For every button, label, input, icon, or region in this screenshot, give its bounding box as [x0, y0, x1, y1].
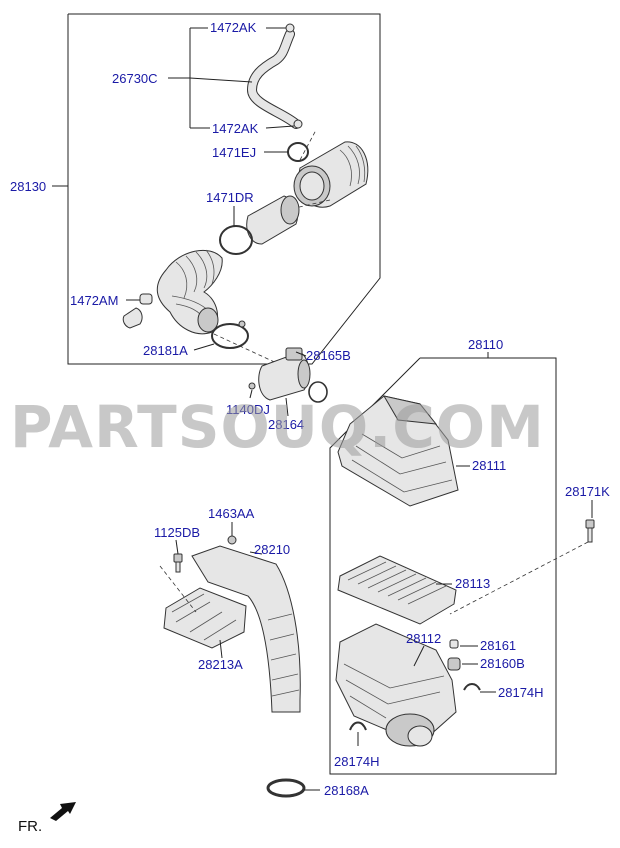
label-28171k[interactable]: 28171K: [565, 484, 610, 499]
hose-clamp-top-part: [285, 23, 295, 33]
clamp-1471dr-part: [219, 225, 253, 255]
label-1472ak-top[interactable]: 1472AK: [210, 20, 257, 35]
clip-28174h-right-part: [463, 683, 481, 691]
label-28113[interactable]: 28113: [455, 576, 490, 591]
clip-1463aa-part: [227, 535, 237, 545]
o-ring-28165b-part: [308, 381, 328, 403]
frame-28110: [329, 357, 557, 775]
clip-28174h-bottom-part: [349, 721, 367, 731]
front-arrow-icon: [50, 802, 76, 821]
label-28164[interactable]: 28164: [268, 417, 304, 432]
leader-lines: [52, 27, 593, 791]
label-28181a[interactable]: 28181A: [143, 343, 188, 358]
label-28174h-bottom[interactable]: 28174H: [334, 754, 380, 769]
leader-dash-sensor: [213, 333, 297, 373]
label-28174h-right[interactable]: 28174H: [498, 685, 544, 700]
air-cleaner-lower-case-part: [335, 623, 457, 747]
label-1463aa[interactable]: 1463AA: [208, 506, 255, 521]
label-28168a[interactable]: 28168A: [324, 783, 369, 798]
fitting-1472am-part: [122, 293, 153, 329]
front-direction-label: FR.: [18, 818, 42, 835]
label-28111[interactable]: 28111: [472, 458, 506, 473]
intake-hose-corrugated-part: [156, 249, 223, 335]
leader-dash-elbow: [299, 129, 317, 161]
label-28165b[interactable]: 28165B: [306, 348, 351, 363]
screw-1140dj-part: [248, 382, 256, 390]
label-1472ak-bottom[interactable]: 1472AK: [212, 121, 259, 136]
intake-duct-part: [191, 545, 301, 713]
label-1472am[interactable]: 1472AM: [70, 293, 118, 308]
breather-hose-inner: [247, 30, 300, 128]
leader-dash-bolt: [449, 541, 589, 615]
intake-tube-middle-part: [246, 195, 300, 245]
airflow-sensor-part: [258, 347, 311, 401]
intake-elbow-upper-part: [293, 141, 369, 208]
label-26730c[interactable]: 26730C: [112, 71, 158, 86]
label-1140dj[interactable]: 1140DJ: [226, 402, 270, 417]
bolt-28171k-part: [585, 519, 595, 543]
label-28130[interactable]: 28130: [10, 179, 46, 194]
air-cleaner-cover-part: [337, 395, 459, 507]
label-28213a[interactable]: 28213A: [198, 657, 243, 672]
label-1125db[interactable]: 1125DB: [154, 525, 200, 540]
clamp-28168a-part: [266, 778, 306, 798]
grommet-28161-part: [449, 639, 459, 649]
label-1471ej[interactable]: 1471EJ: [212, 145, 256, 160]
watermark-text: PARTSOUQ.COM: [10, 393, 545, 461]
label-28160b[interactable]: 28160B: [480, 656, 525, 671]
label-28161[interactable]: 28161: [480, 638, 516, 653]
label-28210[interactable]: 28210: [254, 542, 290, 557]
clamp-screw-part: [238, 320, 246, 328]
intake-duct-bracket-part: [163, 587, 247, 649]
frame-28130: [67, 13, 381, 365]
hose-clamp-bottom-part: [293, 119, 303, 129]
label-28110[interactable]: 28110: [468, 337, 503, 352]
bolt-1125db-part: [173, 553, 183, 573]
leader-dash-1125db: [159, 565, 197, 613]
insulator-28160b-part: [447, 657, 461, 671]
clamp-1471ej-part: [287, 142, 309, 162]
clamp-28181a-part: [211, 323, 249, 349]
label-1471dr[interactable]: 1471DR: [206, 190, 254, 205]
label-28112[interactable]: 28112: [406, 631, 441, 646]
air-filter-element-part: [337, 555, 457, 625]
